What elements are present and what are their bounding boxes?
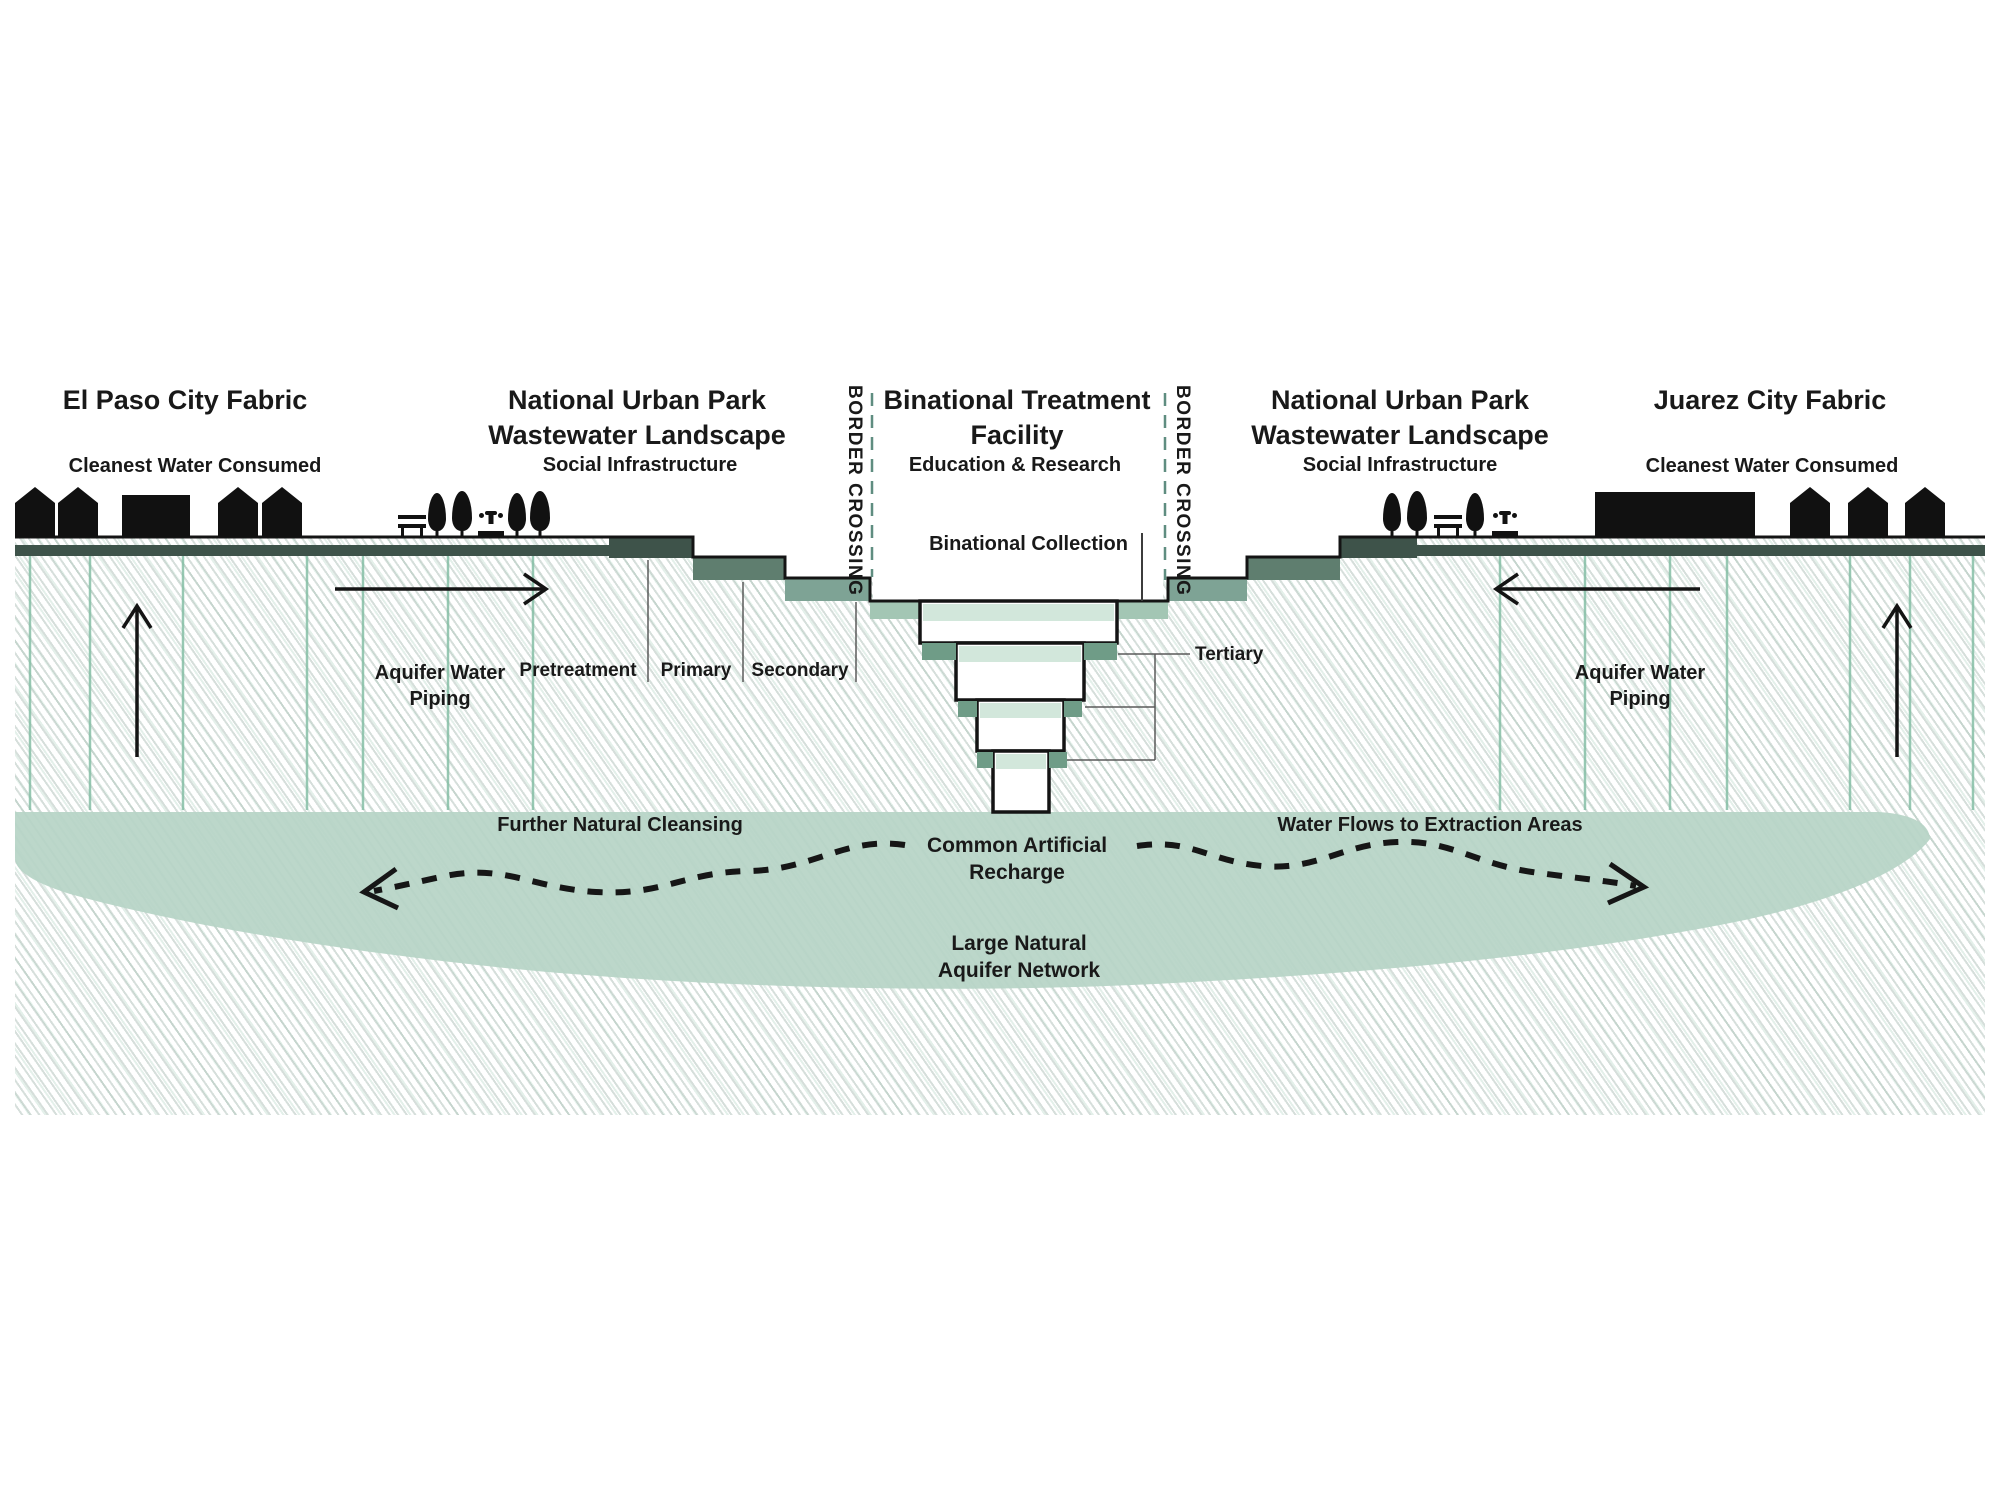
terrace-primary-right <box>1247 557 1340 580</box>
border-dashed-lines <box>870 393 1167 580</box>
tree-icon <box>508 493 526 531</box>
basin-water-bands <box>923 604 1114 769</box>
surface-line-left <box>15 535 920 603</box>
surface-line-right <box>1117 535 1985 603</box>
terrace-rim-left <box>870 601 923 619</box>
stage-tertiary-label: Tertiary <box>1195 644 1264 665</box>
water-flows-label: Water Flows to Extraction Areas <box>1277 814 1583 836</box>
border-crossing-left-label: BORDER CROSSING <box>844 385 865 597</box>
juarez-title: Juarez City Fabric <box>1653 385 1887 415</box>
flow-arrows <box>121 572 1913 757</box>
border-crossing-right-label: BORDER CROSSING <box>1172 385 1193 597</box>
stage-primary-label: Primary <box>660 660 732 681</box>
juarez-subtitle: Cleanest Water Consumed <box>1645 455 1899 477</box>
tree-icon <box>1407 491 1427 531</box>
further-cleansing-label: Further Natural Cleansing <box>497 814 743 836</box>
building-block-icon <box>122 495 190 537</box>
tree-icon <box>428 493 446 531</box>
terrace-rim-right <box>1117 601 1168 619</box>
tree-icon <box>1466 493 1484 531</box>
binational-collection-label: Binational Collection <box>929 533 1128 555</box>
road-bar-right <box>1417 545 1985 556</box>
bench-icon <box>1434 515 1462 537</box>
left-park-subtitle: Social Infrastructure <box>542 454 738 476</box>
terrace-secondary-right <box>1168 578 1247 601</box>
terrace-pretreatment-right <box>1340 537 1417 558</box>
el-paso-title: El Paso City Fabric <box>62 385 308 415</box>
bench-icon <box>398 515 426 537</box>
road-bar-left <box>15 545 609 556</box>
building-block-icon <box>1595 492 1755 537</box>
groundwater-flow-arrows <box>359 838 1650 911</box>
right-park-subtitle: Social Infrastructure <box>1302 454 1498 476</box>
tree-icon <box>530 491 550 531</box>
stage-secondary-label: Secondary <box>751 660 849 681</box>
terrace-secondary-left <box>785 578 870 601</box>
tree-icon <box>1383 493 1401 531</box>
aquifer-lens <box>15 812 1930 989</box>
tree-icon <box>452 491 472 531</box>
el-paso-subtitle: Cleanest Water Consumed <box>68 455 322 477</box>
stage-separators <box>647 560 857 682</box>
facility-subtitle: Education & Research <box>908 454 1122 476</box>
tertiary-bracket <box>1067 653 1190 761</box>
fountain-icon <box>478 511 504 537</box>
terrace-pretreatment-left <box>609 537 693 558</box>
terrace-primary-left <box>693 557 785 580</box>
stage-pretreatment-label: Pretreatment <box>519 660 637 681</box>
basin-ledges <box>922 643 1117 768</box>
aquifer-pipes <box>28 546 1975 810</box>
fountain-icon <box>1492 511 1518 537</box>
